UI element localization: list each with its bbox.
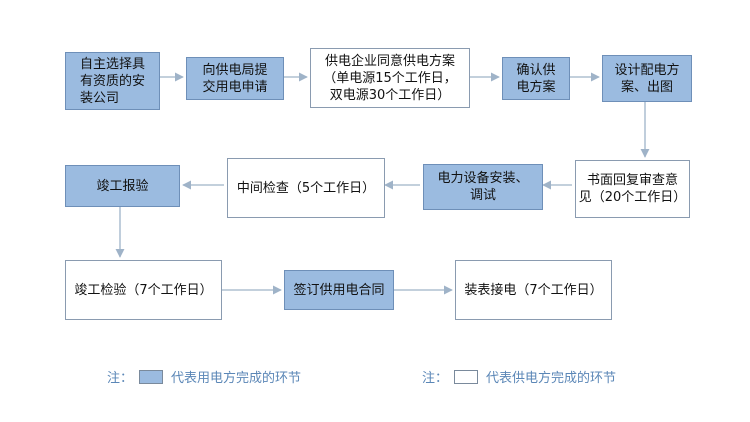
step-3-line-1: 供电企业同意供电方案 [324, 53, 455, 69]
step-submit-application: 向供电局提 交用电申请 [186, 57, 284, 100]
step-1-line-3: 装公司 [79, 90, 119, 106]
step-completion-report: 竣工报验 [65, 165, 180, 207]
step-6-line-1: 书面回复审查意 [586, 173, 678, 188]
step-select-installer: 自主选择具 有资质的安 装公司 [65, 52, 160, 110]
step-meter-connection: 装表接电（7个工作日） [455, 260, 612, 320]
legend-user: 注： 代表用电方完成的环节 [107, 367, 301, 386]
legend-supplier-swatch [454, 369, 479, 384]
step-7-line-1: 电力设备安装、 [437, 171, 529, 186]
step-sign-contract: 签订供用电合同 [284, 270, 394, 310]
legend-supplier-text: 代表供电方完成的环节 [486, 371, 617, 386]
step-5-line-1: 设计配电方 [614, 62, 680, 78]
legend-user-note: 注： [107, 371, 134, 386]
step-4-line-2: 电方案 [516, 79, 556, 95]
step-11-line-1: 签订供用电合同 [293, 282, 385, 298]
step-5-line-2: 案、出图 [620, 79, 673, 95]
step-1-line-2: 有资质的安 [79, 73, 145, 89]
step-7-line-2: 调试 [469, 188, 496, 203]
step-written-review: 书面回复审查意 见（20个工作日） [575, 160, 690, 218]
step-2-line-2: 交用电申请 [202, 79, 268, 95]
step-3-line-2: （单电源15个工作日， [323, 70, 457, 86]
legend-supplier-note: 注： [422, 371, 449, 386]
step-4-line-1: 确认供 [516, 62, 556, 78]
step-8-line-1: 中间检查（5个工作日） [236, 180, 376, 196]
step-3-line-3: 双电源30个工作日） [329, 87, 451, 103]
step-2-line-1: 向供电局提 [202, 62, 268, 78]
step-design-distribution: 设计配电方 案、出图 [602, 55, 692, 102]
step-equipment-install: 电力设备安装、 调试 [423, 164, 543, 210]
step-12-line-1: 装表接电（7个工作日） [464, 282, 603, 298]
step-intermediate-inspection: 中间检查（5个工作日） [227, 158, 385, 218]
step-approve-supply-plan: 供电企业同意供电方案 （单电源15个工作日， 双电源30个工作日） [310, 48, 470, 108]
step-1-line-1: 自主选择具 [79, 56, 145, 72]
step-10-line-1: 竣工检验（7个工作日） [74, 282, 213, 298]
legend-user-text: 代表用电方完成的环节 [171, 371, 302, 386]
legend-user-swatch [139, 369, 164, 384]
step-confirm-supply-plan: 确认供 电方案 [502, 57, 570, 100]
step-9-line-1: 竣工报验 [96, 178, 149, 194]
step-6-line-2: 见（20个工作日） [578, 190, 687, 205]
legend-supplier: 注： 代表供电方完成的环节 [422, 367, 616, 386]
step-completion-inspection: 竣工检验（7个工作日） [65, 260, 222, 320]
